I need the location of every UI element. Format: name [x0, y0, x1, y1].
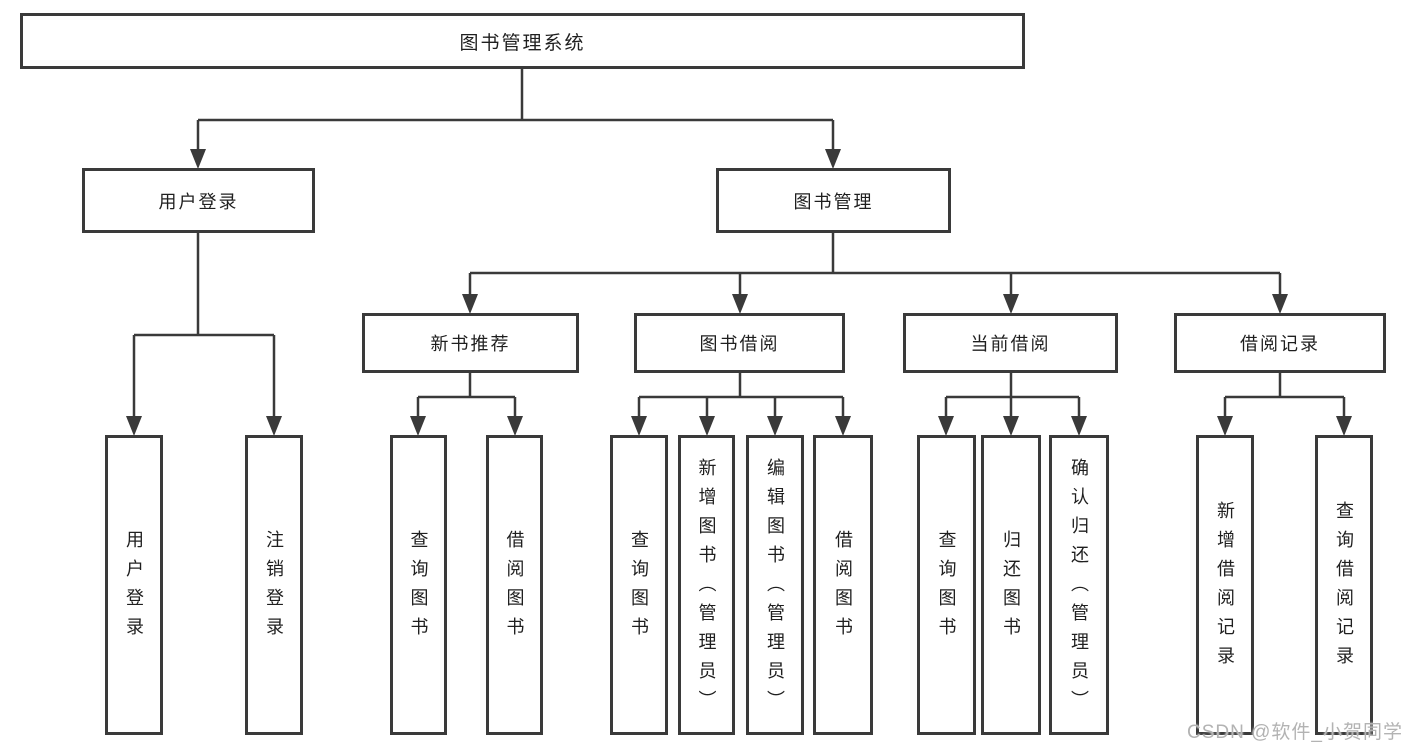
leaf-return-books: 归还图书	[981, 435, 1041, 735]
leaf-logout: 注销登录	[245, 435, 303, 735]
leaf-confirm-return-admin: 确认归还（管理员）	[1049, 435, 1109, 735]
leaf-query-books: 查询图书	[917, 435, 976, 735]
csdn-watermark: CSDN @软件_小贺同学	[1187, 722, 1403, 743]
leaf-user-login: 用户登录	[105, 435, 163, 735]
node-book-borrowing: 图书借阅	[634, 313, 845, 373]
leaf-add-borrow-record: 新增借阅记录	[1196, 435, 1254, 735]
node-borrowing-records: 借阅记录	[1174, 313, 1386, 373]
leaf-add-book-admin: 新增图书（管理员）	[678, 435, 735, 735]
leaf-borrow-books: 借阅图书	[813, 435, 873, 735]
leaf-edit-book-admin: 编辑图书（管理员）	[746, 435, 804, 735]
node-user-login: 用户登录	[82, 168, 315, 233]
node-new-book-recommend: 新书推荐	[362, 313, 579, 373]
node-library-management-system: 图书管理系统	[20, 13, 1025, 69]
leaf-query-books: 查询图书	[610, 435, 668, 735]
leaf-query-books: 查询图书	[390, 435, 447, 735]
leaf-query-borrow-record: 查询借阅记录	[1315, 435, 1373, 735]
connector-line	[132, 69, 1346, 418]
node-book-management: 图书管理	[716, 168, 951, 233]
node-current-borrowing: 当前借阅	[903, 313, 1118, 373]
leaf-borrow-books: 借阅图书	[486, 435, 543, 735]
